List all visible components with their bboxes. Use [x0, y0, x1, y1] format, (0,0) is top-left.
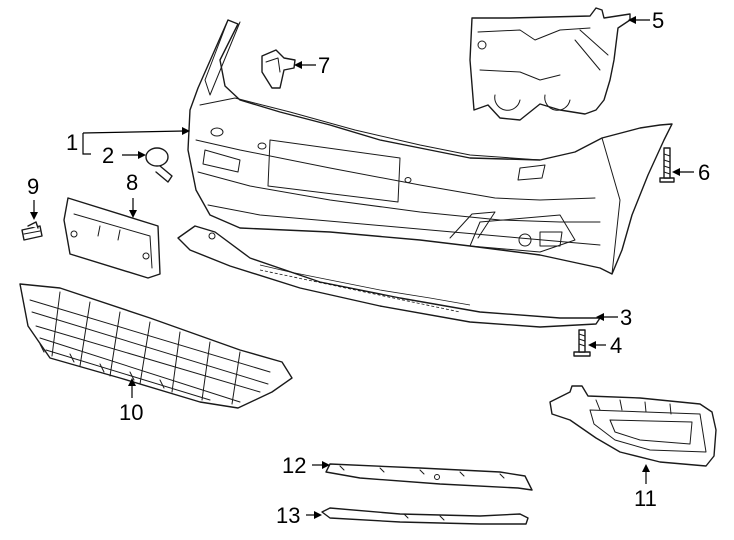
callout-9: 9	[27, 174, 39, 220]
callout-label-13: 13	[276, 503, 300, 528]
screw-6	[659, 147, 675, 183]
callout-13: 13	[276, 503, 322, 528]
callout-label-1: 1	[66, 130, 78, 155]
fog-lamp-cover	[549, 385, 717, 467]
callout-5: 5	[628, 8, 664, 33]
callout-7: 7	[294, 53, 330, 78]
callout-label-2: 2	[102, 143, 114, 168]
callout-10: 10	[119, 378, 143, 425]
clip-7	[261, 49, 296, 89]
side-bracket	[469, 7, 631, 121]
callout-label-6: 6	[698, 160, 710, 185]
callout-label-11: 11	[634, 486, 657, 511]
callout-12: 12	[282, 453, 330, 478]
callout-8: 8	[126, 170, 138, 218]
callout-6: 6	[672, 160, 710, 185]
callout-1: 1	[66, 127, 190, 155]
callout-label-4: 4	[610, 333, 622, 358]
callout-label-5: 5	[652, 8, 664, 33]
grommet	[145, 147, 173, 183]
push-pin	[21, 221, 43, 241]
callout-3: 3	[596, 305, 632, 330]
callout-label-10: 10	[119, 400, 143, 425]
callout-label-3: 3	[620, 305, 632, 330]
lower-grille	[19, 283, 293, 409]
molding-strip-13	[321, 507, 529, 525]
callout-2: 2	[102, 143, 146, 168]
bumper-cover	[187, 19, 673, 275]
screw-4	[573, 329, 591, 357]
callout-label-8: 8	[126, 170, 138, 195]
callout-11: 11	[634, 464, 657, 511]
callout-label-12: 12	[282, 453, 306, 478]
callout-label-7: 7	[318, 53, 330, 78]
trim-strip-12	[325, 463, 533, 491]
callout-4: 4	[588, 333, 622, 358]
license-bracket	[63, 197, 161, 279]
callout-label-9: 9	[27, 174, 39, 199]
